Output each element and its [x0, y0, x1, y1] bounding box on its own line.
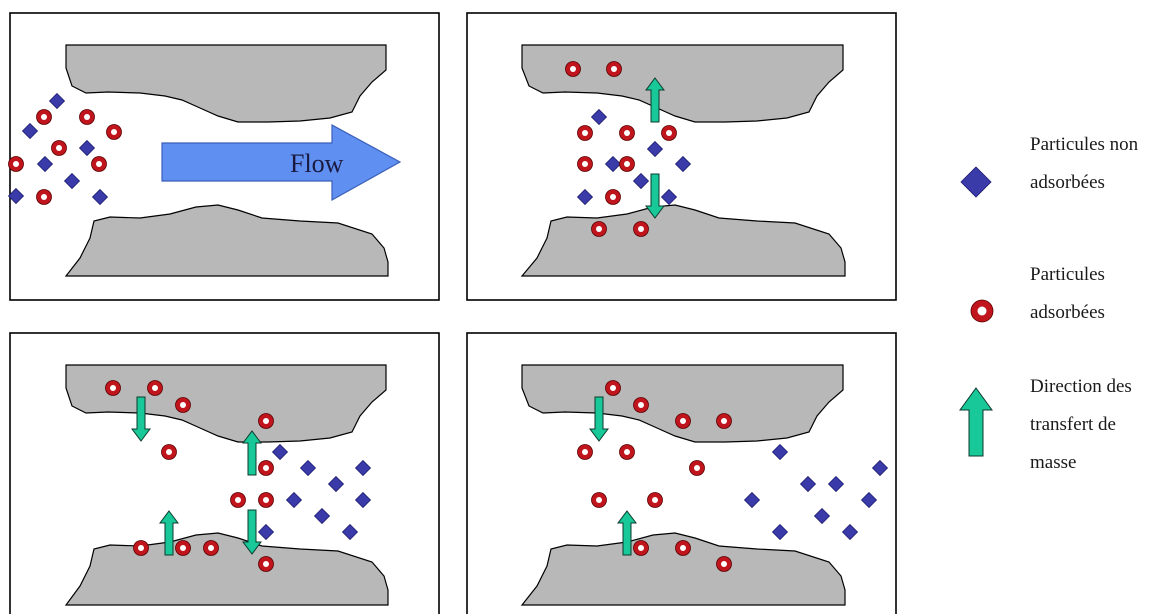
flow-arrow: Flow — [161, 123, 402, 202]
particle-adsorbed — [619, 125, 635, 141]
particle-adsorbed — [633, 221, 649, 237]
particle-adsorbed — [661, 125, 677, 141]
particle-adsorbed — [258, 492, 274, 508]
particle-adsorbed — [577, 156, 593, 172]
particle-adsorbed — [633, 540, 649, 556]
panel-2 — [466, 12, 897, 301]
particle-adsorbed — [36, 189, 52, 205]
panel-1-lower-rock — [64, 204, 389, 277]
particle-adsorbed — [258, 413, 274, 429]
legend-mass-transfer-line3: masse — [1030, 452, 1077, 473]
particle-adsorbed — [689, 460, 705, 476]
particle-adsorbed — [633, 397, 649, 413]
particle-adsorbed — [716, 556, 732, 572]
particle-adsorbed — [591, 221, 607, 237]
panel-4-upper-rock — [521, 364, 844, 443]
particle-adsorbed — [175, 397, 191, 413]
legend-adsorbed-line2: adsorbées — [1030, 302, 1105, 323]
particle-adsorbed — [203, 540, 219, 556]
particle-adsorbed — [51, 140, 67, 156]
particle-adsorbed — [605, 189, 621, 205]
legend-non-adsorbed: Particules non adsorbées — [1030, 126, 1138, 202]
particle-adsorbed — [133, 540, 149, 556]
particle-adsorbed — [565, 61, 581, 77]
particle-adsorbed — [675, 540, 691, 556]
particle-adsorbed — [577, 125, 593, 141]
particle-adsorbed — [175, 540, 191, 556]
particle-adsorbed — [258, 556, 274, 572]
particle-adsorbed — [591, 492, 607, 508]
panel-1: Flow — [8, 12, 440, 301]
particle-adsorbed — [91, 156, 107, 172]
particle-adsorbed — [8, 156, 24, 172]
panel-4-lower-rock — [520, 532, 846, 606]
particle-adsorbed — [605, 380, 621, 396]
particle-adsorbed — [106, 124, 122, 140]
particle-adsorbed — [79, 109, 95, 125]
legend-arrow-icon — [959, 387, 993, 457]
legend-adsorbed: Particules adsorbées — [1030, 256, 1105, 332]
particle-adsorbed — [161, 444, 177, 460]
panel-3-upper-rock — [65, 364, 387, 443]
panel-1-upper-rock — [65, 44, 387, 123]
panel-4 — [466, 332, 897, 614]
panel-3 — [9, 332, 440, 614]
legend-mass-transfer-line2: transfert de — [1030, 414, 1116, 435]
particle-adsorbed — [606, 61, 622, 77]
legend-adsorbed-line1: Particules — [1030, 264, 1105, 285]
legend-icons — [959, 166, 994, 457]
particle-adsorbed — [230, 492, 246, 508]
flow-arrow-shape — [161, 123, 402, 202]
particle-adsorbed — [716, 413, 732, 429]
particle-adsorbed — [647, 492, 663, 508]
legend-mass-transfer-line1: Direction des — [1030, 376, 1132, 397]
particle-adsorbed — [619, 444, 635, 460]
legend-non-adsorbed-line1: Particules non — [1030, 134, 1139, 155]
particle-adsorbed — [147, 380, 163, 396]
panel-2-upper-rock — [521, 44, 844, 123]
flow-label: Flow — [290, 149, 344, 178]
particle-adsorbed — [577, 444, 593, 460]
legend-non-adsorbed-line2: adsorbées — [1030, 172, 1105, 193]
legend-ring-icon — [970, 299, 994, 323]
legend-diamond-icon — [960, 166, 992, 198]
particle-adsorbed — [619, 156, 635, 172]
particle-adsorbed — [258, 460, 274, 476]
legend-mass-transfer: Direction des transfert de masse — [1030, 368, 1132, 482]
particle-adsorbed — [105, 380, 121, 396]
particle-adsorbed — [675, 413, 691, 429]
particle-adsorbed — [36, 109, 52, 125]
